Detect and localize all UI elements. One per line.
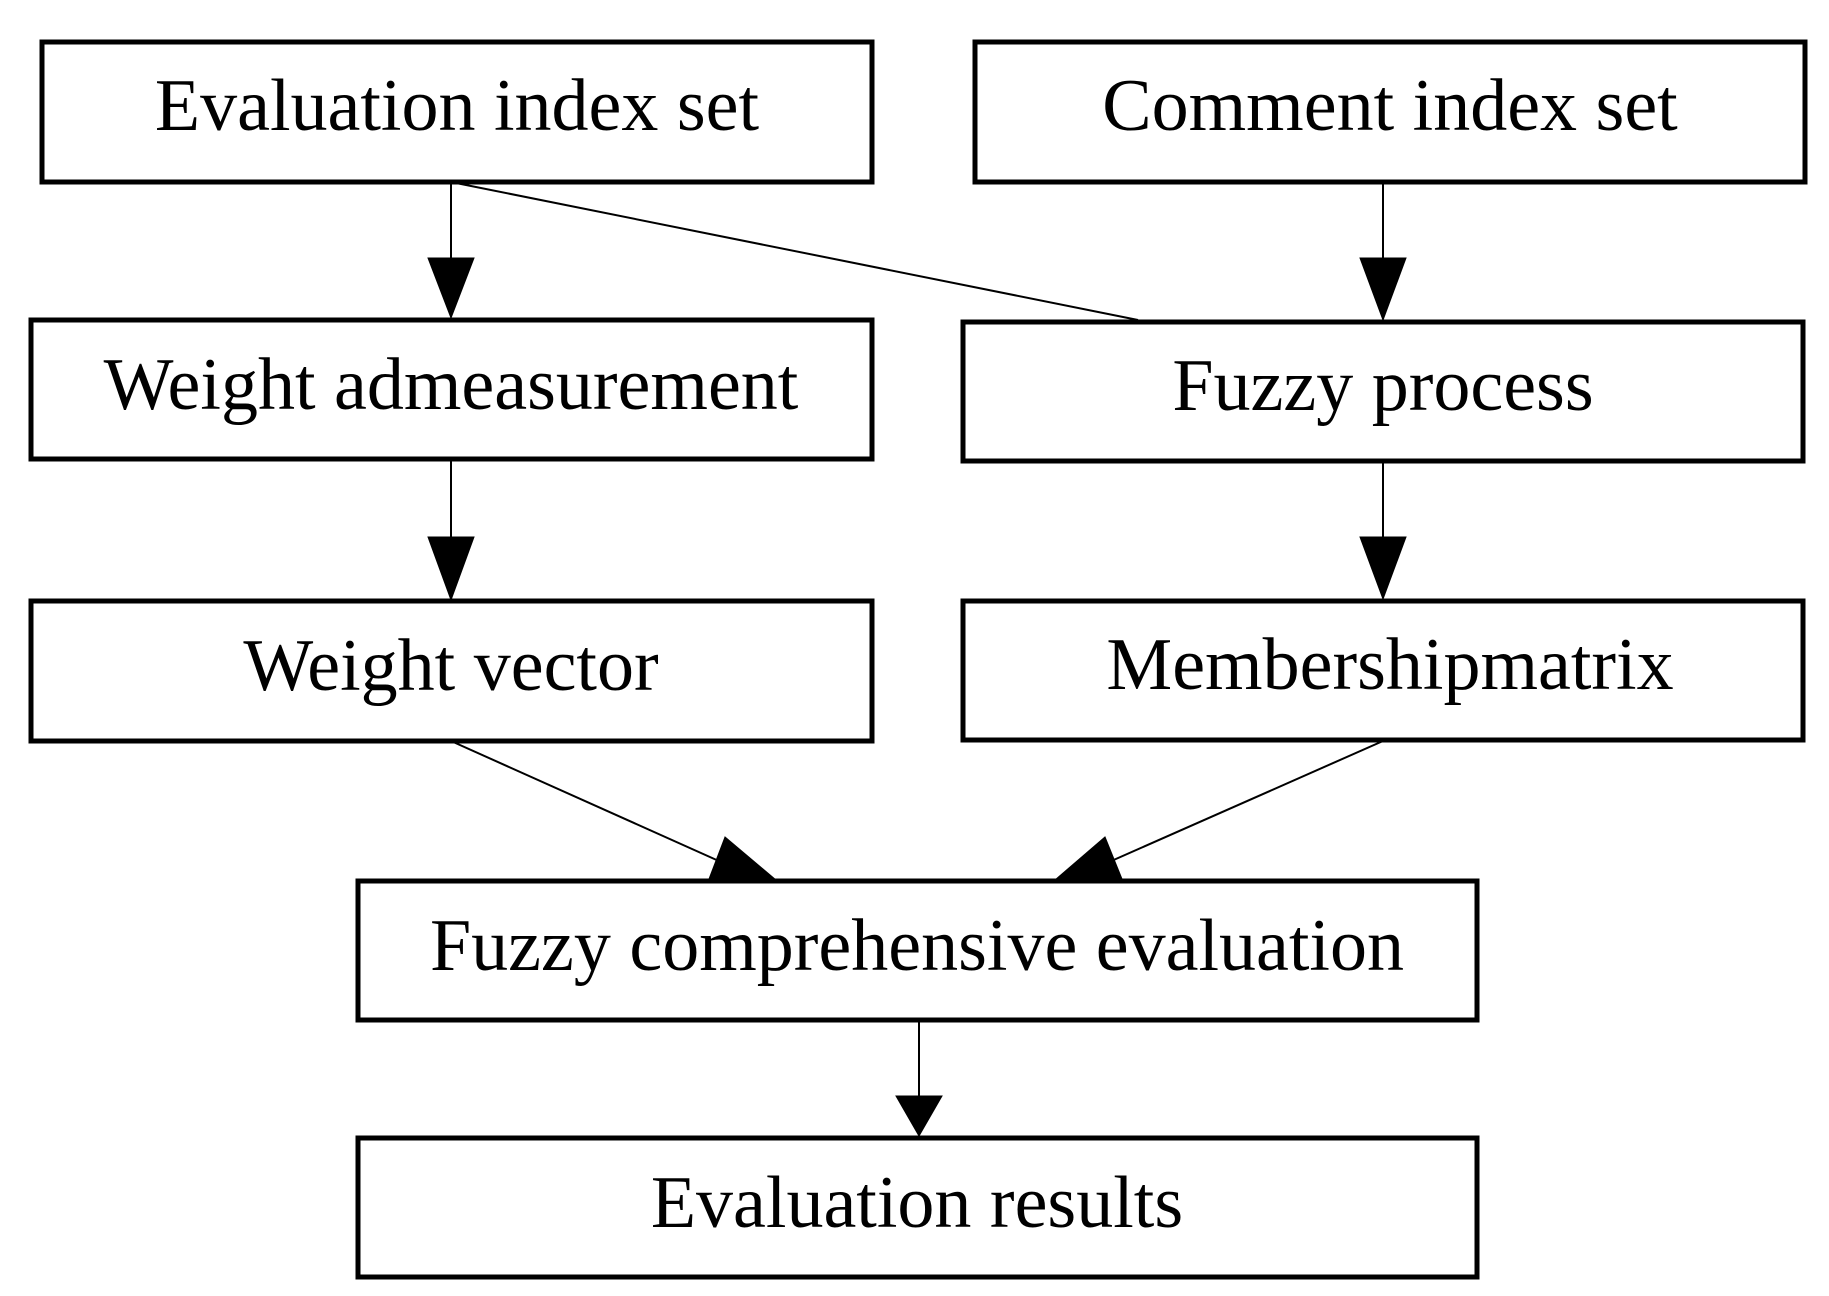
fuzzy-process-label: Fuzzy process — [1172, 345, 1593, 427]
edge-fuzzy-evaluation-to-results — [895, 1020, 943, 1138]
fuzzy-comprehensive-evaluation-label: Fuzzy comprehensive evaluation — [430, 905, 1404, 987]
evaluation-index-set-box: Evaluation index set — [39, 39, 875, 185]
comment-index-set-label: Comment index set — [1102, 65, 1678, 147]
arrowhead — [1359, 257, 1407, 322]
weight-vector-label: Weight vector — [243, 625, 658, 707]
fuzzy-comprehensive-evaluation-box: Fuzzy comprehensive evaluation — [355, 878, 1480, 1023]
edge-eval-index-to-weight-admeasurement — [427, 182, 475, 320]
arrowhead — [427, 257, 475, 320]
evaluation-index-set-label: Evaluation index set — [155, 65, 760, 147]
edge-eval-index-to-fuzzy-process — [450, 181, 1139, 321]
arrowhead — [895, 1095, 943, 1138]
arrowhead — [427, 536, 475, 602]
edge-weight-admeasurement-to-weight-vector — [427, 459, 475, 602]
fuzzy-process-box: Fuzzy process — [960, 319, 1806, 464]
weight-admeasurement-label: Weight admeasurement — [104, 344, 799, 426]
evaluation-results-label: Evaluation results — [651, 1162, 1183, 1244]
evaluation-results-box: Evaluation results — [355, 1135, 1480, 1280]
arrowhead — [708, 836, 778, 881]
edge-comment-index-to-fuzzy-process — [1359, 182, 1407, 322]
arrowhead — [1053, 836, 1123, 881]
comment-index-set-box: Comment index set — [972, 39, 1808, 185]
edge-membership-matrix-to-fuzzy-evaluation — [1053, 740, 1384, 881]
edge-fuzzy-process-to-membership-matrix — [1359, 461, 1407, 601]
weight-admeasurement-box: Weight admeasurement — [28, 317, 875, 462]
edge-weight-vector-to-fuzzy-evaluation — [450, 740, 778, 881]
arrowhead — [1359, 536, 1407, 601]
weight-vector-box: Weight vector — [28, 598, 875, 744]
membership-matrix-box: Membershipmatrix — [960, 598, 1806, 743]
membership-matrix-label: Membershipmatrix — [1106, 624, 1673, 706]
